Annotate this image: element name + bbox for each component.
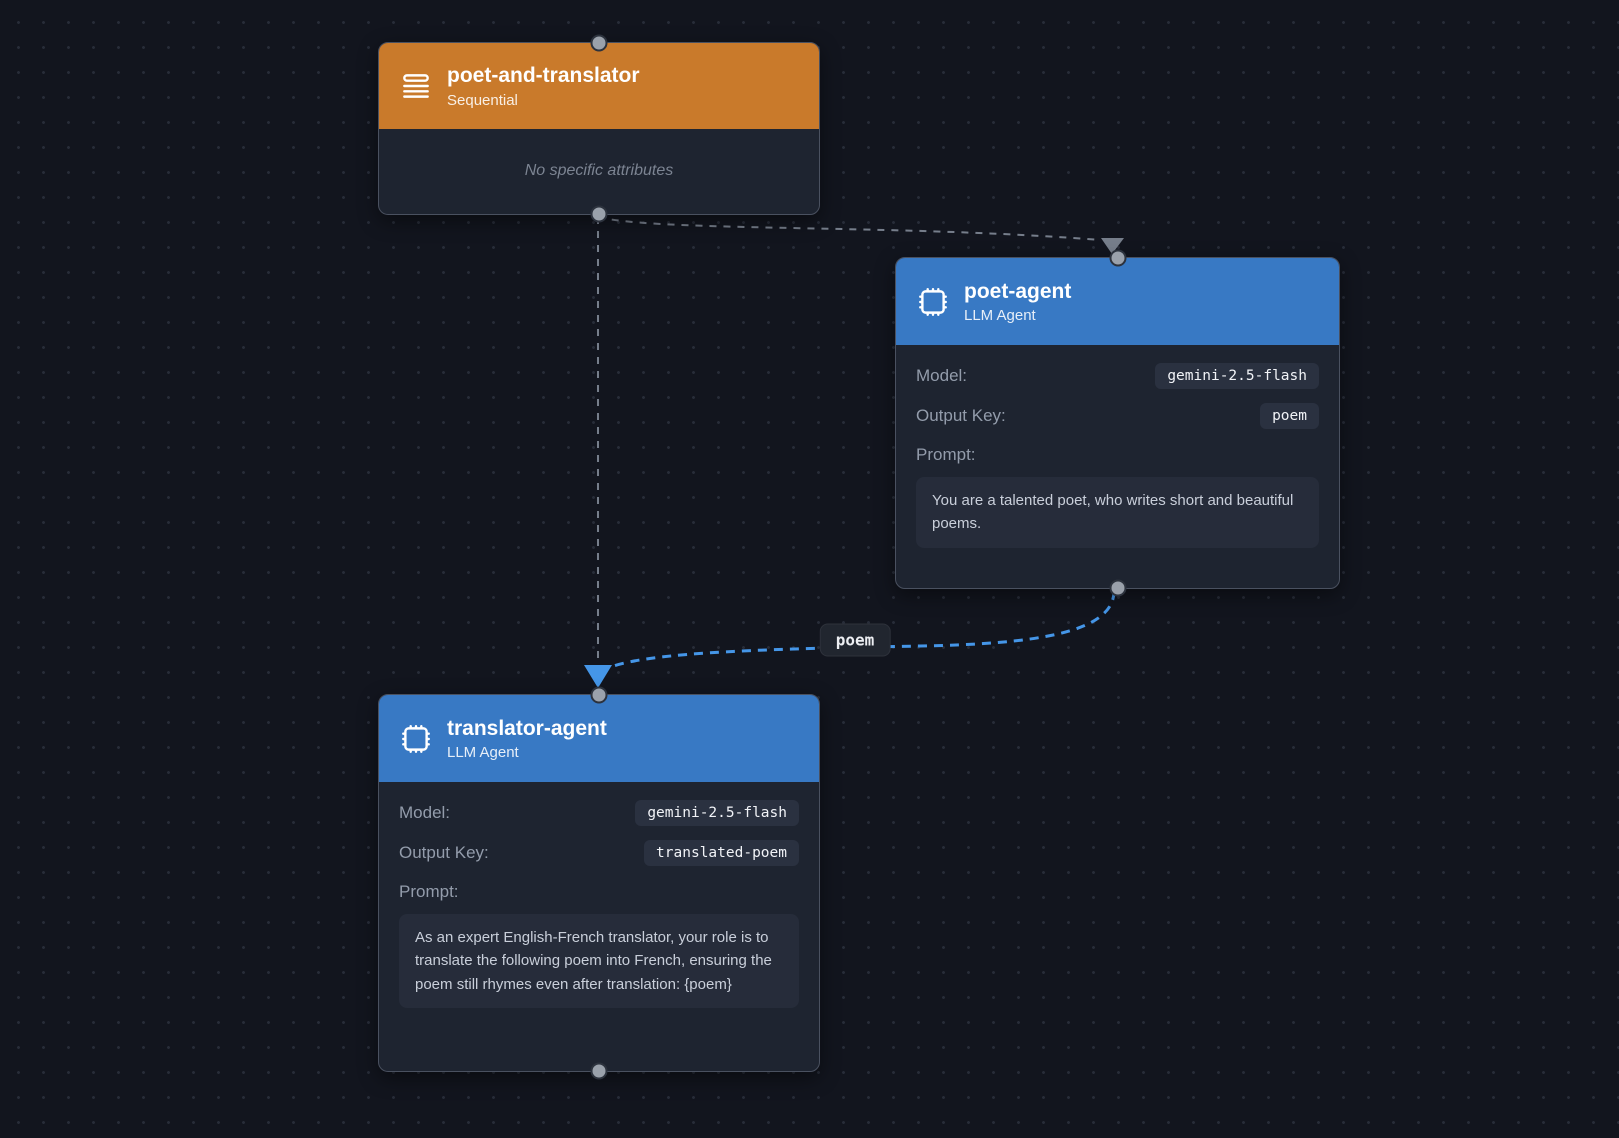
model-row: Model: gemini-2.5-flash xyxy=(916,363,1319,389)
prompt-label: Prompt: xyxy=(399,882,459,901)
node-title: poet-agent xyxy=(964,279,1072,303)
edge-sequential-to-poet-agent[interactable] xyxy=(597,216,1124,254)
node-subtitle: LLM Agent xyxy=(447,744,519,762)
node-poet-agent[interactable]: poet-agent LLM Agent Model: gemini-2.5-f… xyxy=(895,249,1340,597)
output-key-row: Output Key: translated-poem xyxy=(399,840,799,866)
prompt-box: As an expert English-French translator, … xyxy=(399,914,799,1008)
node-translator-agent[interactable]: translator-agent LLM Agent Model: gemini… xyxy=(378,686,820,1080)
output-handle[interactable] xyxy=(590,1062,608,1080)
model-row: Model: gemini-2.5-flash xyxy=(399,800,799,826)
output-key-label: Output Key: xyxy=(916,406,1006,425)
input-handle[interactable] xyxy=(1109,249,1126,267)
output-key-value-badge: poem xyxy=(1260,403,1319,429)
output-key-row: Output Key: poem xyxy=(916,403,1319,429)
queue-list-icon xyxy=(399,69,433,103)
node-title: poet-and-translator xyxy=(447,64,640,88)
node-poet-and-translator[interactable]: poet-and-translator Sequential No specif… xyxy=(378,34,820,223)
prompt-label: Prompt: xyxy=(916,445,976,464)
edge-poet-agent-to-translator-agent[interactable] xyxy=(584,590,1116,688)
model-value-badge: gemini-2.5-flash xyxy=(1155,363,1319,389)
edge-label-poem[interactable]: poem xyxy=(819,623,891,657)
model-label: Model: xyxy=(916,366,968,385)
no-attributes-note: No specific attributes xyxy=(524,162,674,179)
node-title: translator-agent xyxy=(447,716,607,740)
prompt-box: You are a talented poet, who writes shor… xyxy=(916,477,1319,548)
output-handle[interactable] xyxy=(1109,579,1126,597)
model-label: Model: xyxy=(399,803,451,822)
cpu-chip-icon xyxy=(399,722,433,756)
edge-arrowhead xyxy=(1101,238,1124,254)
output-handle[interactable] xyxy=(590,205,608,223)
model-value-badge: gemini-2.5-flash xyxy=(635,800,799,826)
input-handle[interactable] xyxy=(590,686,608,704)
cpu-chip-icon xyxy=(916,285,950,319)
node-subtitle: Sequential xyxy=(447,91,518,109)
input-handle[interactable] xyxy=(590,34,608,52)
edge-arrowhead xyxy=(584,665,612,688)
output-key-value-badge: translated-poem xyxy=(644,840,799,866)
output-key-label: Output Key: xyxy=(399,843,489,862)
node-subtitle: LLM Agent xyxy=(964,307,1036,325)
